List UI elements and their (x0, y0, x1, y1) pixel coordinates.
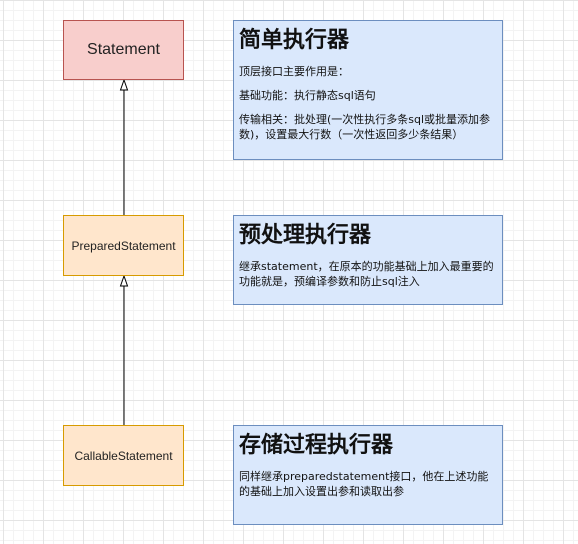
note-text: 同样继承preparedstatement接口，他在上述功能的基础上加入设置出参… (239, 470, 489, 498)
note-text: 顶层接口主要作用是： (239, 65, 349, 78)
callable-statement-class-label: CallableStatement (74, 448, 173, 463)
statement-class-label: Statement (87, 41, 160, 58)
prepared-statement-class-label: PreparedStatement (71, 238, 176, 253)
note-title: 预处理执行器 (239, 223, 372, 248)
hollow-arrowhead-icon (119, 274, 129, 287)
note-text: 传输相关：批处理(一次性执行多条sql或批量添加参数)，设置最大行数（一次性返回… (239, 113, 491, 141)
prepared-statement-class-box[interactable]: PreparedStatement (63, 215, 184, 276)
hollow-arrowhead-icon (119, 78, 129, 91)
note-title: 存储过程执行器 (239, 433, 394, 458)
note-title: 简单执行器 (239, 28, 350, 53)
callable-statement-description-note[interactable]: 存储过程执行器 同样继承preparedstatement接口，他在上述功能的基… (233, 425, 503, 525)
callable-statement-class-box[interactable]: CallableStatement (63, 425, 184, 486)
statement-description-note[interactable]: 简单执行器 顶层接口主要作用是： 基础功能：执行静态sql语句 传输相关：批处理… (233, 20, 503, 160)
note-text: 继承statement，在原本的功能基础上加入最重要的功能就是，预编译参数和防止… (239, 260, 494, 288)
note-text: 基础功能：执行静态sql语句 (239, 89, 376, 102)
statement-class-box[interactable]: Statement (63, 20, 184, 80)
prepared-statement-description-note[interactable]: 预处理执行器 继承statement，在原本的功能基础上加入最重要的功能就是，预… (233, 215, 503, 305)
